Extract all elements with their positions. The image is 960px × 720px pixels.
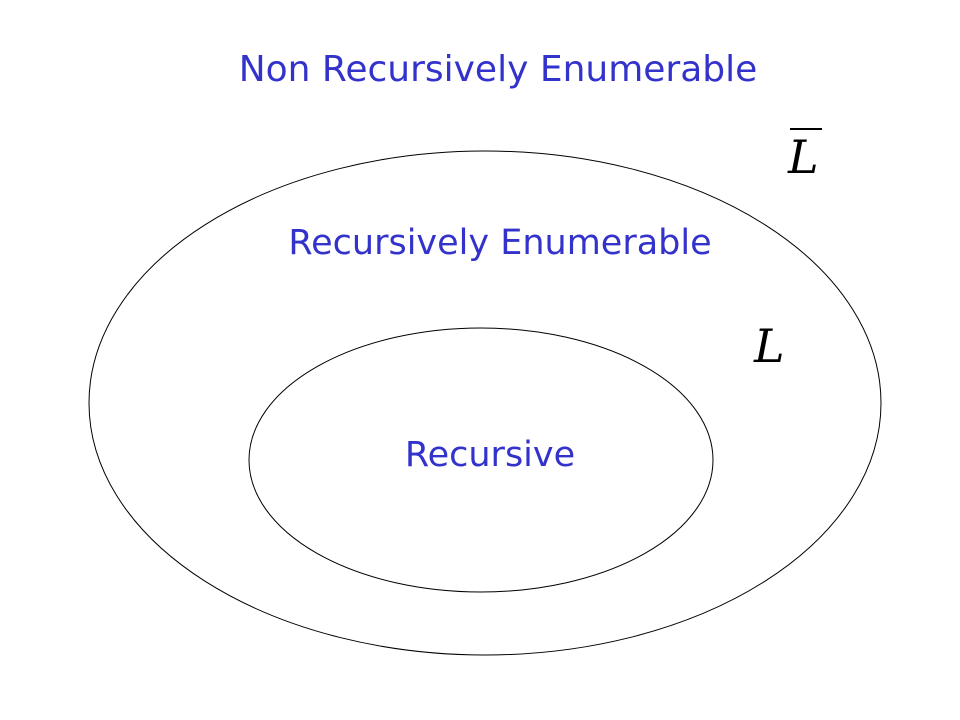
recursively-enumerable-label: Recursively Enumerable bbox=[288, 223, 712, 263]
recursive-label: Recursive bbox=[404, 435, 576, 475]
recursive-ellipse bbox=[248, 327, 714, 593]
l-symbol: L bbox=[754, 319, 785, 373]
recursively-enumerable-ellipse bbox=[88, 150, 882, 656]
l-complement-letter: L bbox=[788, 130, 819, 184]
l-complement-symbol: L bbox=[788, 128, 822, 180]
non-recursively-enumerable-label: Non Recursively Enumerable bbox=[238, 49, 758, 90]
overline-bar bbox=[790, 128, 822, 130]
